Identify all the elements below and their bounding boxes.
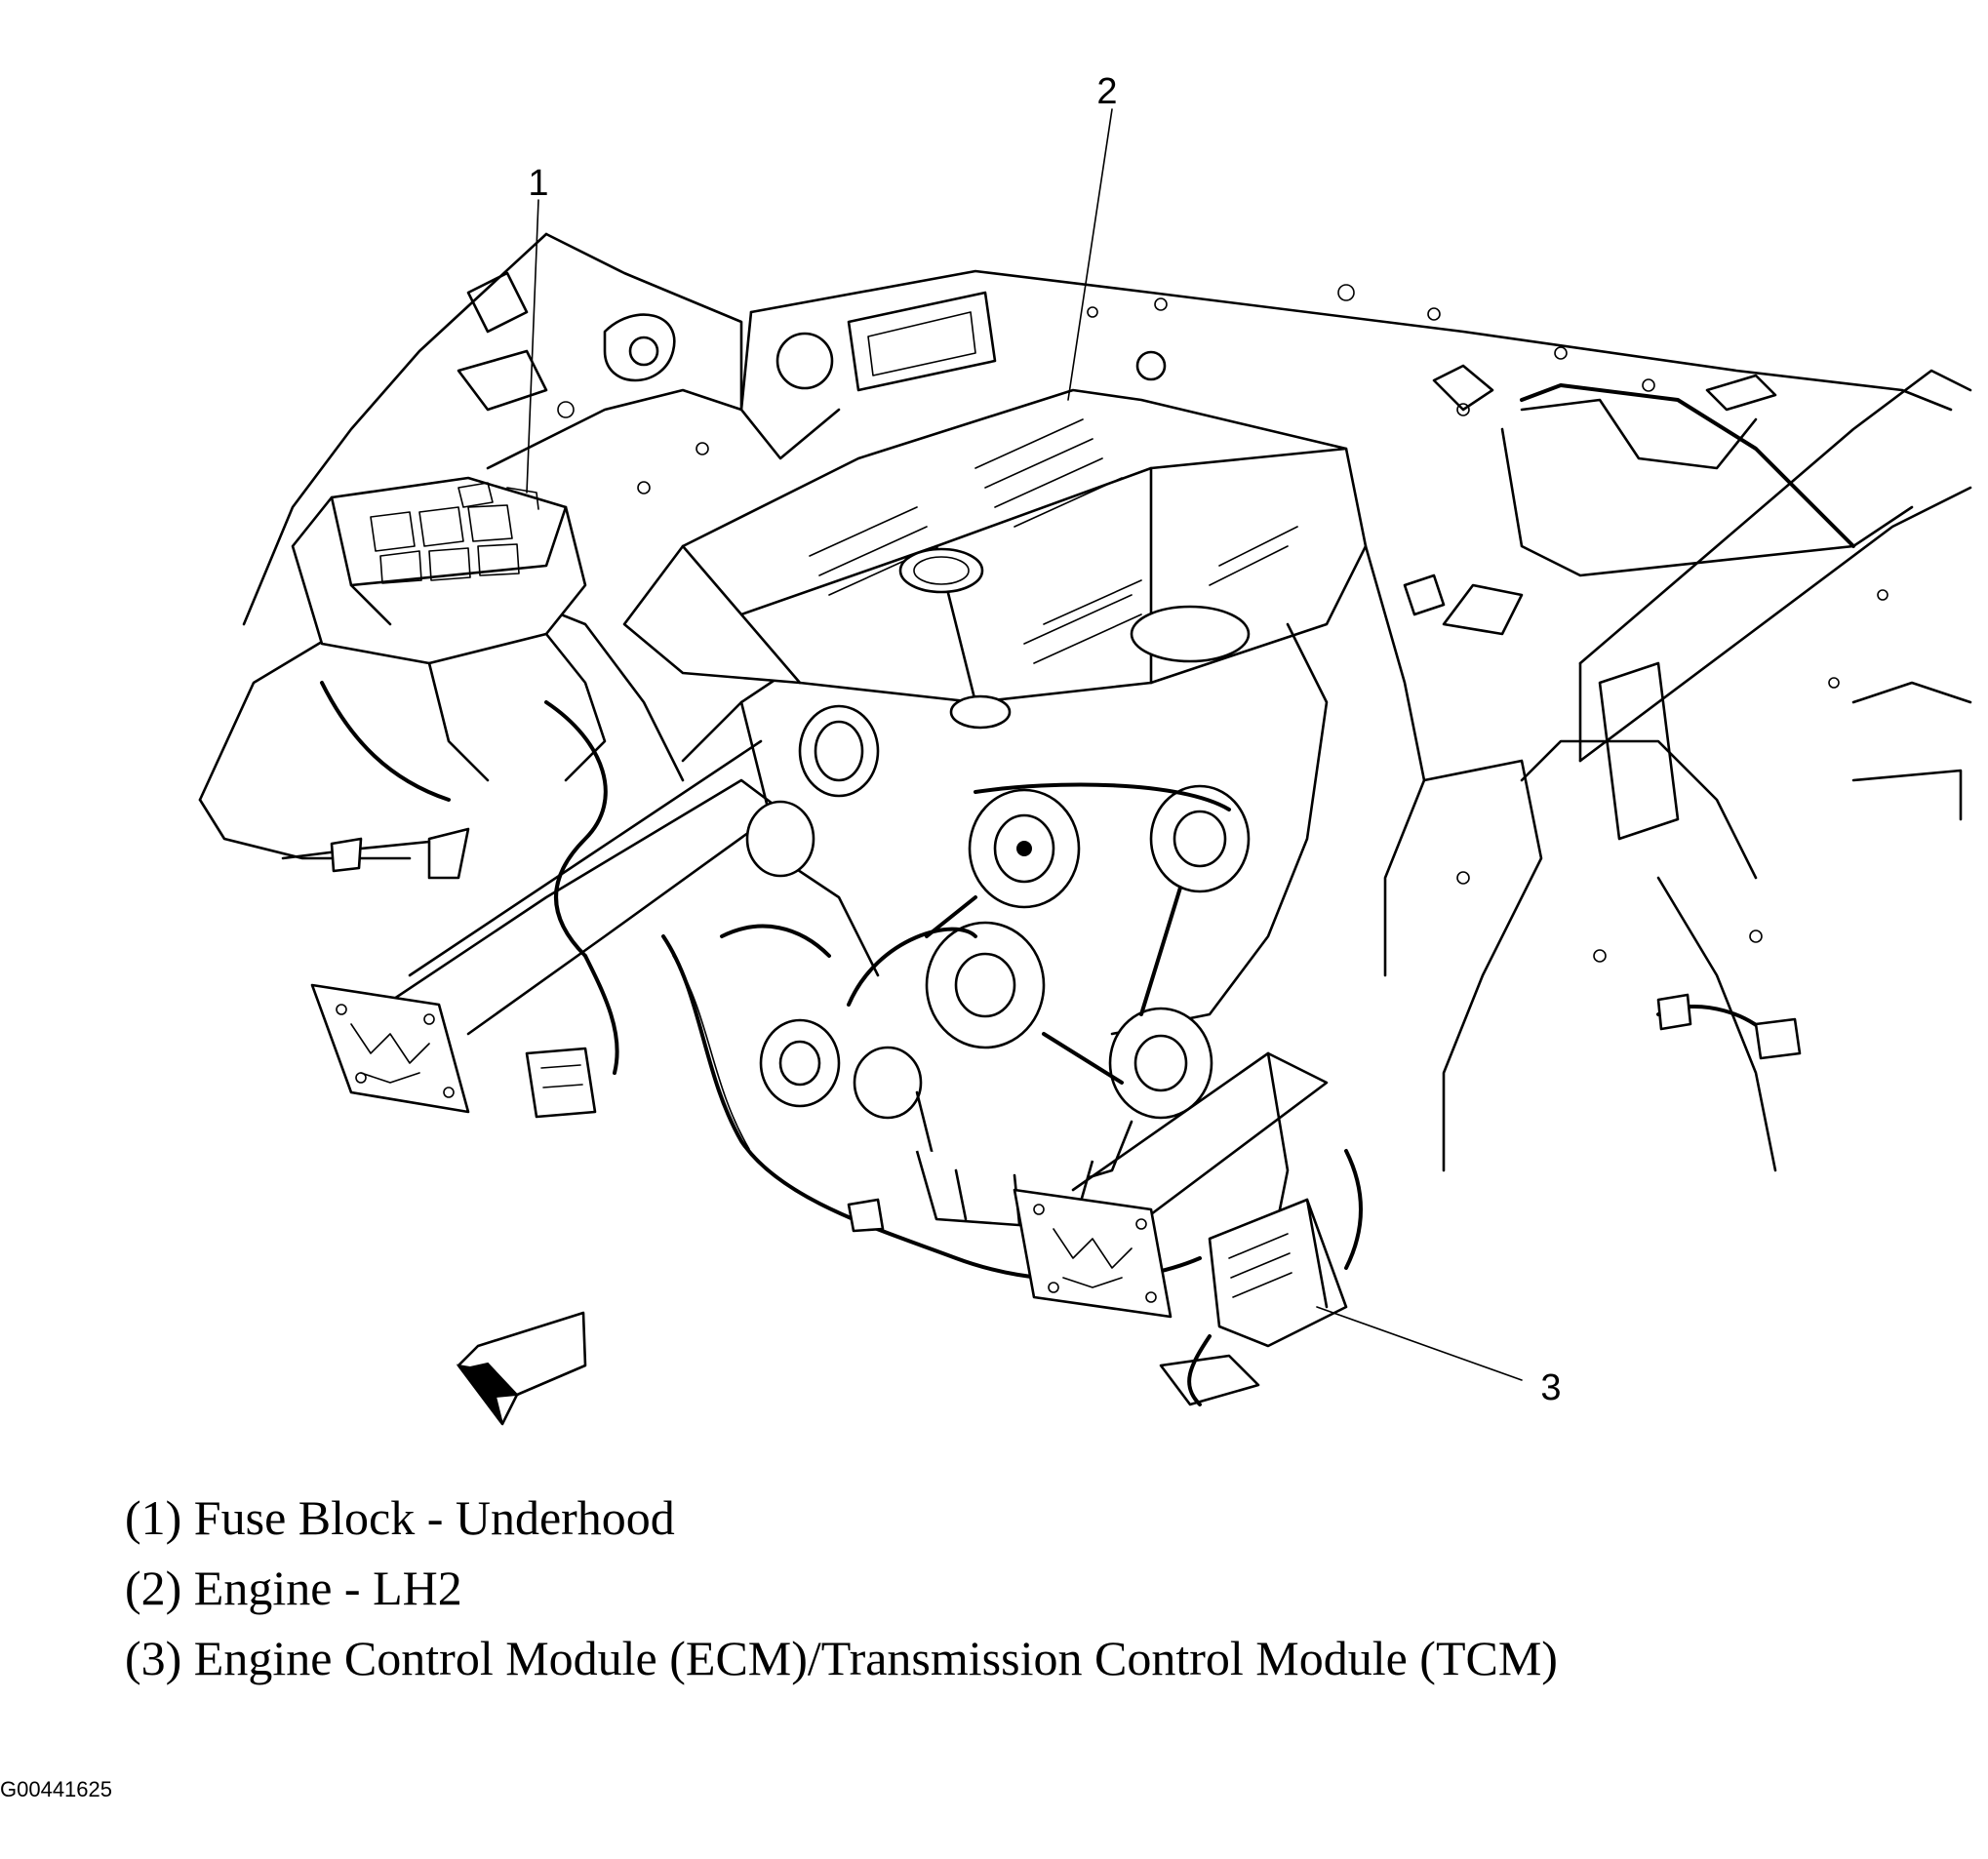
- fuse-block-underhood: [291, 476, 608, 958]
- callout-leaders: [526, 108, 1523, 1381]
- engine-lh2: [622, 388, 1368, 730]
- callout-1: 1: [528, 163, 548, 204]
- ecm-tcm-module: [1159, 1149, 1363, 1406]
- legend: (1) Fuse Block - Underhood (2) Engine - …: [125, 1483, 1558, 1693]
- right-fender-structure: [1364, 369, 1972, 1172]
- callout-3: 3: [1540, 1367, 1561, 1408]
- figure-id: G00441625: [0, 1777, 112, 1801]
- legend-item-engine: (2) Engine - LH2: [125, 1561, 462, 1615]
- legend-item-fuse-block: (1) Fuse Block - Underhood: [125, 1490, 675, 1545]
- engine-accessory-drive: [720, 622, 1329, 1231]
- wiring-harness: [525, 934, 1202, 1283]
- left-frame-rail: [281, 739, 782, 1114]
- firewall-panel: [739, 269, 1953, 577]
- right-frame-rail: [1013, 1051, 1329, 1319]
- forward-direction-arrow-icon: [456, 1311, 587, 1426]
- callout-2: 2: [1096, 71, 1117, 112]
- legend-item-ecm-tcm: (3) Engine Control Module (ECM)/Transmis…: [125, 1631, 1558, 1685]
